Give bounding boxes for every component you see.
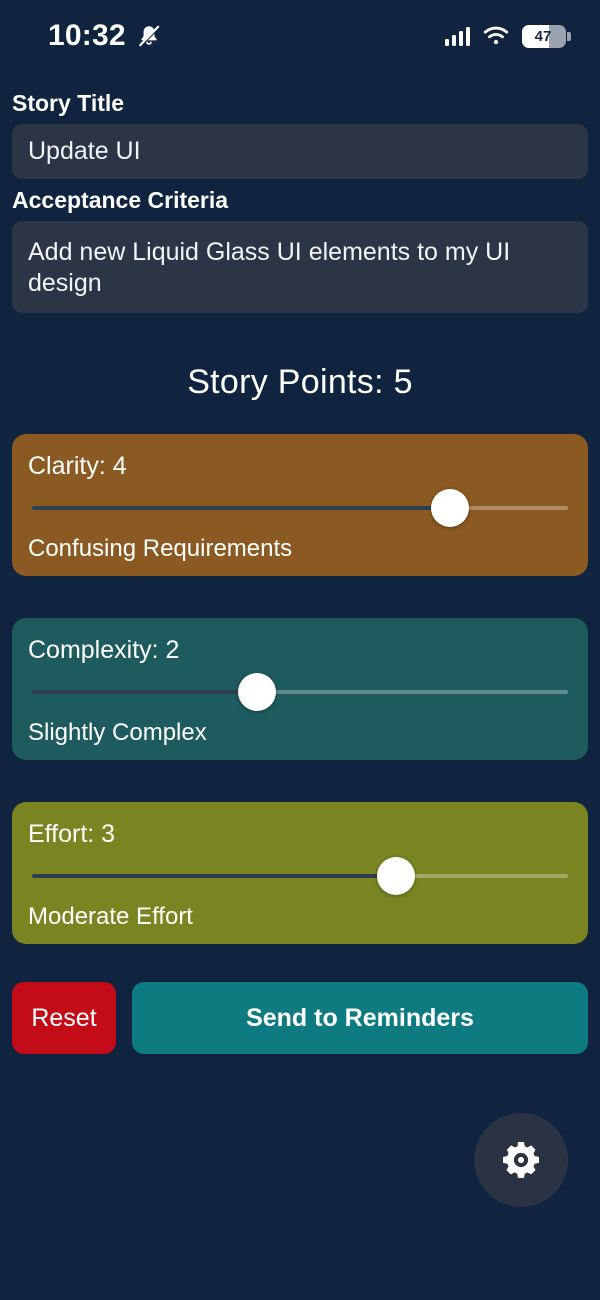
clarity-slider[interactable] <box>32 487 568 529</box>
battery-icon: 47 <box>522 24 571 48</box>
clarity-title: Clarity: 4 <box>28 452 127 480</box>
effort-caption: Moderate Effort <box>28 903 193 930</box>
effort-slider[interactable] <box>32 855 568 897</box>
status-bar: 10:32 47 <box>0 0 600 72</box>
complexity-slider[interactable] <box>32 671 568 713</box>
battery-fill <box>522 24 550 48</box>
bell-slash-icon <box>136 23 162 49</box>
clarity-caption: Confusing Requirements <box>28 535 293 562</box>
status-time: 10:32 <box>48 19 126 52</box>
effort-title: Effort: 3 <box>28 820 116 848</box>
effort-slider-fill <box>32 874 397 878</box>
complexity-title: Complexity: 2 <box>28 636 180 664</box>
complexity-slider-track[interactable] <box>32 690 568 694</box>
story-title-label: Story Title <box>12 90 125 116</box>
effort-slider-thumb[interactable] <box>377 857 416 895</box>
status-bar-right: 47 <box>444 24 571 48</box>
acceptance-criteria-input[interactable]: Add new Liquid Glass UI elements to my U… <box>12 221 588 313</box>
clarity-slider-fill <box>32 506 451 510</box>
status-bar-left: 10:32 <box>48 19 162 53</box>
cellular-signal-icon <box>444 26 470 46</box>
slider-card-effort: Effort: 3 Moderate Effort <box>12 802 588 944</box>
acceptance-criteria-label: Acceptance Criteria <box>12 187 229 213</box>
clarity-slider-thumb[interactable] <box>431 489 470 527</box>
reset-button[interactable]: Reset <box>12 982 116 1054</box>
slider-cards: Clarity: 4 Confusing Requirements Comple… <box>0 434 600 944</box>
slider-card-complexity: Complexity: 2 Slightly Complex <box>12 618 588 760</box>
battery-percent: 47 <box>534 27 552 45</box>
action-buttons: Reset Send to Reminders <box>0 982 600 1054</box>
complexity-slider-fill <box>32 690 258 694</box>
complexity-slider-thumb[interactable] <box>238 673 277 711</box>
story-form: Story Title Update UI Acceptance Criteri… <box>0 72 600 313</box>
complexity-caption: Slightly Complex <box>28 719 207 746</box>
gear-icon <box>498 1137 544 1183</box>
settings-fab[interactable] <box>474 1113 568 1207</box>
wifi-icon <box>483 26 509 46</box>
slider-card-clarity: Clarity: 4 Confusing Requirements <box>12 434 588 576</box>
send-to-reminders-button[interactable]: Send to Reminders <box>132 982 588 1054</box>
story-points-heading: Story Points: 5 <box>187 363 413 401</box>
story-title-input[interactable]: Update UI <box>12 124 588 179</box>
